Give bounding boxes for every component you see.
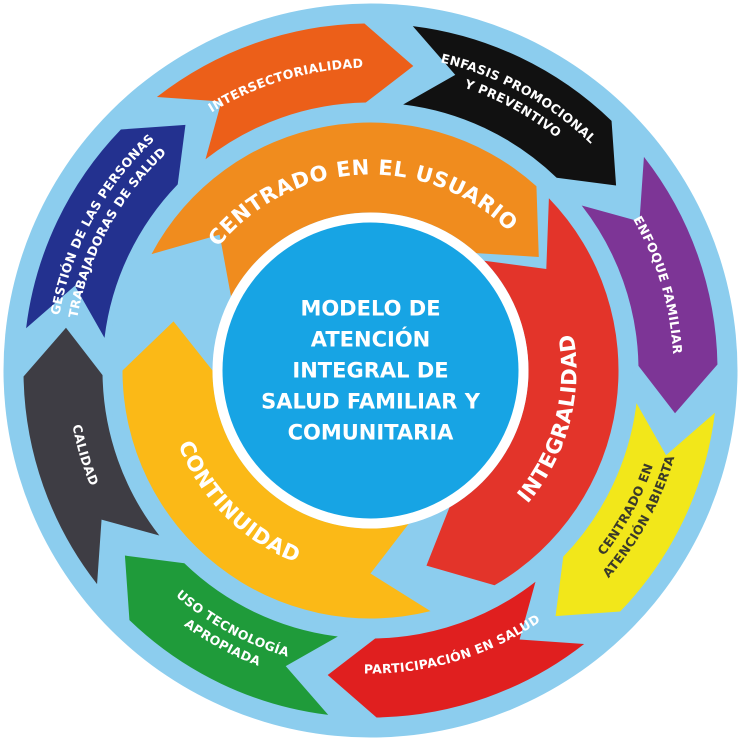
outer-segment-1 [156,23,414,160]
center-line-3: INTEGRAL DE [292,359,448,383]
outer-segment-4 [555,403,715,617]
center-title: MODELO DE ATENCIÓN INTEGRAL DE SALUD FAMILI… [261,297,481,445]
center-line-5: COMUNITARIA [288,421,455,445]
inner-segment-2 [426,198,619,586]
outer-segment-3 [581,156,718,414]
center-circle [222,222,519,519]
outer-segment-8 [26,124,186,338]
center-line-2: ATENCIÓN [311,327,431,352]
inner-ring [122,122,619,619]
outer-segment-7 [23,327,160,585]
outer-segment-5 [327,581,585,718]
inner-segment-3 [122,321,431,619]
outer-segment-2 [403,26,617,186]
inner-segment-1 [151,122,539,297]
center-line-1: MODELO DE [300,297,440,321]
center-line-4: SALUD FAMILIAR Y [261,390,481,414]
outer-segment-6 [124,555,338,715]
outer-ring [23,23,718,718]
